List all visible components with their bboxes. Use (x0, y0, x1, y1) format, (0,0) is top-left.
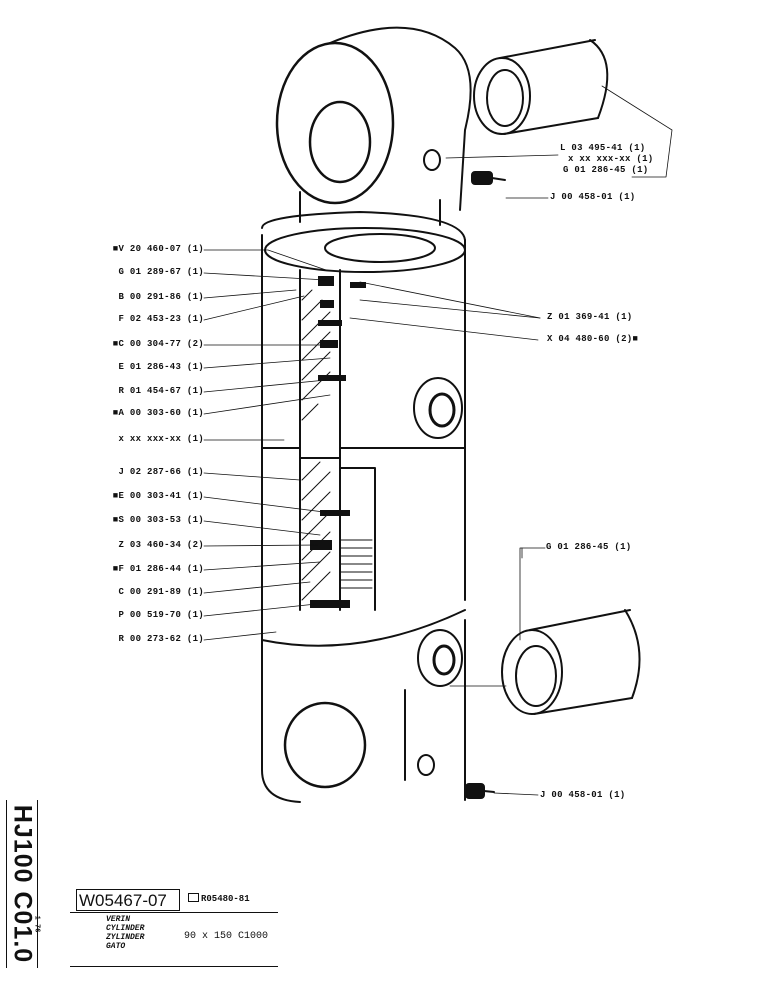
title-rule (70, 912, 278, 913)
left-part-label: E 01 286-43 (1) (118, 362, 204, 372)
name-en: CYLINDER (106, 924, 145, 933)
left-part-label: C 00 291-89 (1) (118, 587, 204, 597)
title-bottom-rule (70, 966, 278, 967)
left-part-label: ■A 00 303-60 (1) (112, 408, 204, 418)
left-part-label: ■V 20 460-07 (1) (112, 244, 204, 254)
left-part-label: R 00 273-62 (1) (118, 634, 204, 644)
right-part-label: X 04 480-60 (2)■ (547, 334, 639, 344)
left-part-label: R 01 454-67 (1) (118, 386, 204, 396)
left-part-label: ■S 00 303-53 (1) (112, 515, 204, 525)
left-part-label: F 02 453-23 (1) (118, 314, 204, 324)
left-part-label: ■F 01 286-44 (1) (112, 564, 204, 574)
reference-text: R05480-81 (201, 894, 250, 904)
right-part-label: x xx xxx-xx (1) (568, 154, 654, 164)
left-part-label: J 02 287-66 (1) (118, 467, 204, 477)
drawing-number: W05467-07 (76, 889, 180, 911)
right-part-label: L 03 495-41 (1) (560, 143, 646, 153)
bottom-bushing (501, 609, 641, 715)
right-part-label: Z 01 369-41 (1) (547, 312, 633, 322)
name-fr: VERIN (106, 915, 131, 924)
top-bushing (473, 39, 609, 135)
leader-lines (203, 85, 673, 796)
checkbox-icon (188, 893, 199, 902)
left-part-label: ■E 00 303-41 (1) (112, 491, 204, 501)
cutaway-hatching (301, 289, 373, 601)
left-part-label: P 00 519-70 (1) (118, 610, 204, 620)
name-es: GATO (106, 942, 126, 951)
issue-date: 1-76 (32, 915, 41, 933)
reference-number: R05480-81 (188, 893, 250, 904)
cylinder-body (261, 211, 466, 647)
left-part-label: Z 03 460-34 (2) (118, 540, 204, 550)
cylinder-spec: 90 x 150 C1000 (184, 931, 269, 942)
top-grease-nipple (471, 171, 506, 185)
right-part-label: G 01 286-45 (1) (546, 542, 632, 552)
name-de: ZYLINDER (106, 933, 145, 942)
right-part-label: J 00 458-01 (1) (550, 192, 636, 202)
side-drawing-code: HJ100 C01.0 (6, 800, 38, 968)
left-part-label: x xx xxx-xx (1) (118, 434, 204, 444)
left-part-label: ■C 00 304-77 (2) (112, 339, 204, 349)
top-eye (275, 26, 472, 226)
left-part-label: B 00 291-86 (1) (118, 292, 204, 302)
bottom-eye (261, 619, 466, 803)
side-code-text: HJ100 C01.0 (8, 804, 37, 964)
left-part-label: G 01 289-67 (1) (118, 267, 204, 277)
bottom-grease-nipple (465, 783, 495, 799)
part-names: VERIN CYLINDER ZYLINDER GATO (106, 915, 144, 951)
internal-parts (310, 276, 366, 608)
right-part-label: G 01 286-45 (1) (563, 165, 649, 175)
right-part-label: J 00 458-01 (1) (540, 790, 626, 800)
